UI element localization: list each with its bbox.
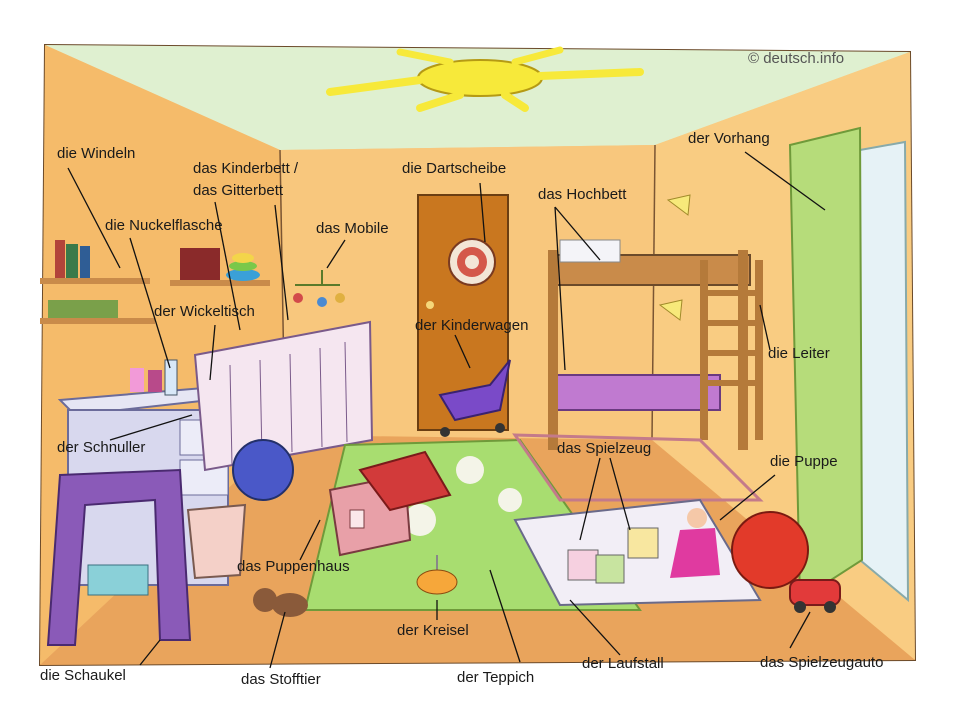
label-nuckelflasche: die Nuckelflasche: [105, 217, 223, 234]
curtain: [788, 126, 864, 602]
swing: [46, 468, 192, 646]
spotted-ball: [731, 511, 809, 589]
label-schnuller: der Schnuller: [57, 439, 146, 456]
label-laufstall: der Laufstall: [582, 655, 664, 672]
label-puppe: die Puppe: [770, 453, 838, 470]
bucket: [186, 503, 247, 580]
stacking-ring-toy: [226, 253, 260, 281]
label-kinderbett-line2: das Gitterbett: [193, 182, 284, 199]
ceiling: [45, 45, 910, 150]
label-dartscheibe: die Dartscheibe: [402, 160, 507, 177]
mobile: [293, 270, 345, 307]
window: [859, 140, 910, 603]
spinning-top: [416, 555, 458, 595]
label-spielzeug: das Spielzeug: [557, 440, 652, 457]
wall-shelves: [40, 240, 270, 324]
toy-car: [789, 579, 841, 613]
wall-lamp-icon: [658, 299, 683, 321]
label-spielzeugauto: das Spielzeugauto: [760, 654, 884, 671]
label-kinderbett-line1: das Kinderbett /: [193, 160, 299, 177]
label-stofftier: das Stofftier: [241, 671, 321, 688]
label-leiter: die Leiter: [768, 345, 830, 362]
pointer-arrows: [67, 151, 826, 669]
ball: [232, 439, 294, 501]
wall-lamp-icon: [666, 194, 691, 216]
ladder: [700, 260, 763, 440]
label-wickeltisch: der Wickeltisch: [154, 303, 255, 320]
label-mobile: das Mobile: [316, 220, 389, 237]
bunk-bed: [548, 239, 763, 450]
label-hochbett: das Hochbett: [538, 186, 627, 203]
label-kreisel: der Kreisel: [397, 622, 469, 639]
crib: [193, 320, 374, 472]
stroller: [438, 359, 511, 437]
ceiling-sun-lamp: [326, 46, 644, 112]
label-vorhang: der Vorhang: [688, 130, 770, 147]
label-schaukel: die Schaukel: [40, 667, 126, 684]
dollhouse: [328, 450, 452, 557]
label-kinderwagen: der Kinderwagen: [415, 317, 529, 334]
label-teppich: der Teppich: [457, 669, 535, 686]
label-windeln: die Windeln: [57, 145, 136, 162]
copyright-notice: © deutsch.info: [748, 50, 845, 67]
dartboard: [448, 238, 496, 286]
teddy-bear: [253, 588, 308, 617]
doll: [670, 508, 720, 578]
label-puppenhaus: das Puppenhaus: [237, 558, 350, 575]
